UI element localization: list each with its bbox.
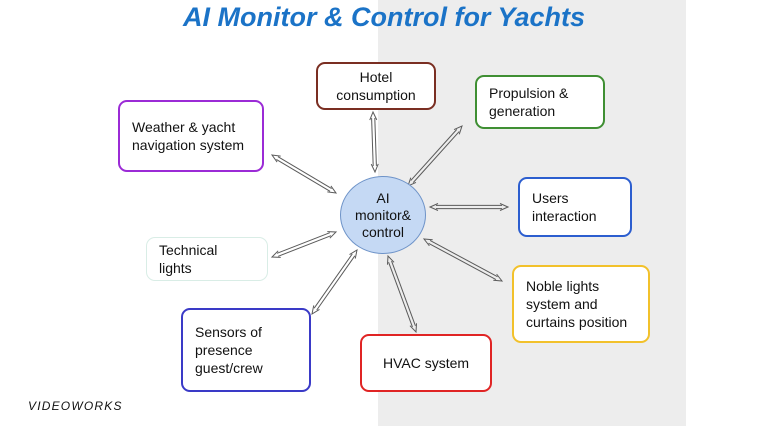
node-hvac-label: HVAC system: [382, 355, 470, 371]
node-propulsion-label: Propulsion & generation: [489, 85, 569, 119]
node-technical-label: Technical lights: [159, 242, 218, 276]
node-hotel-consumption: Hotel consumption: [316, 62, 436, 110]
connector-hvac: [386, 254, 418, 334]
node-propulsion-generation: Propulsion & generation: [475, 75, 605, 129]
center-node-ai-monitor: AI monitor& control: [340, 176, 426, 254]
connector-propulsion: [407, 125, 463, 187]
connector-weather: [270, 154, 338, 194]
node-noble-lights-curtains: Noble lights system and curtains positio…: [512, 265, 650, 343]
node-users-label: Users interaction: [532, 190, 597, 224]
node-hotel-label: Hotel consumption: [336, 69, 416, 103]
videoworks-logo: VIDEOWORKS: [28, 399, 123, 413]
connector-hotel: [369, 110, 379, 174]
node-sensors-presence: Sensors of presence guest/crew: [181, 308, 311, 392]
node-weather-navigation: Weather & yacht navigation system: [118, 100, 264, 172]
node-sensors-label: Sensors of presence guest/crew: [195, 324, 263, 376]
node-noble-label: Noble lights system and curtains positio…: [526, 278, 628, 330]
node-users-interaction: Users interaction: [518, 177, 632, 237]
diagram-title: AI Monitor & Control for Yachts: [183, 2, 585, 32]
connector-noble: [422, 238, 504, 282]
node-hvac-system: HVAC system: [360, 334, 492, 392]
connector-sensors: [311, 248, 358, 316]
connector-users: [428, 203, 510, 211]
connector-technical: [270, 231, 338, 258]
node-technical-lights: Technical lights: [146, 237, 268, 281]
node-weather-label: Weather & yacht navigation system: [132, 119, 245, 153]
